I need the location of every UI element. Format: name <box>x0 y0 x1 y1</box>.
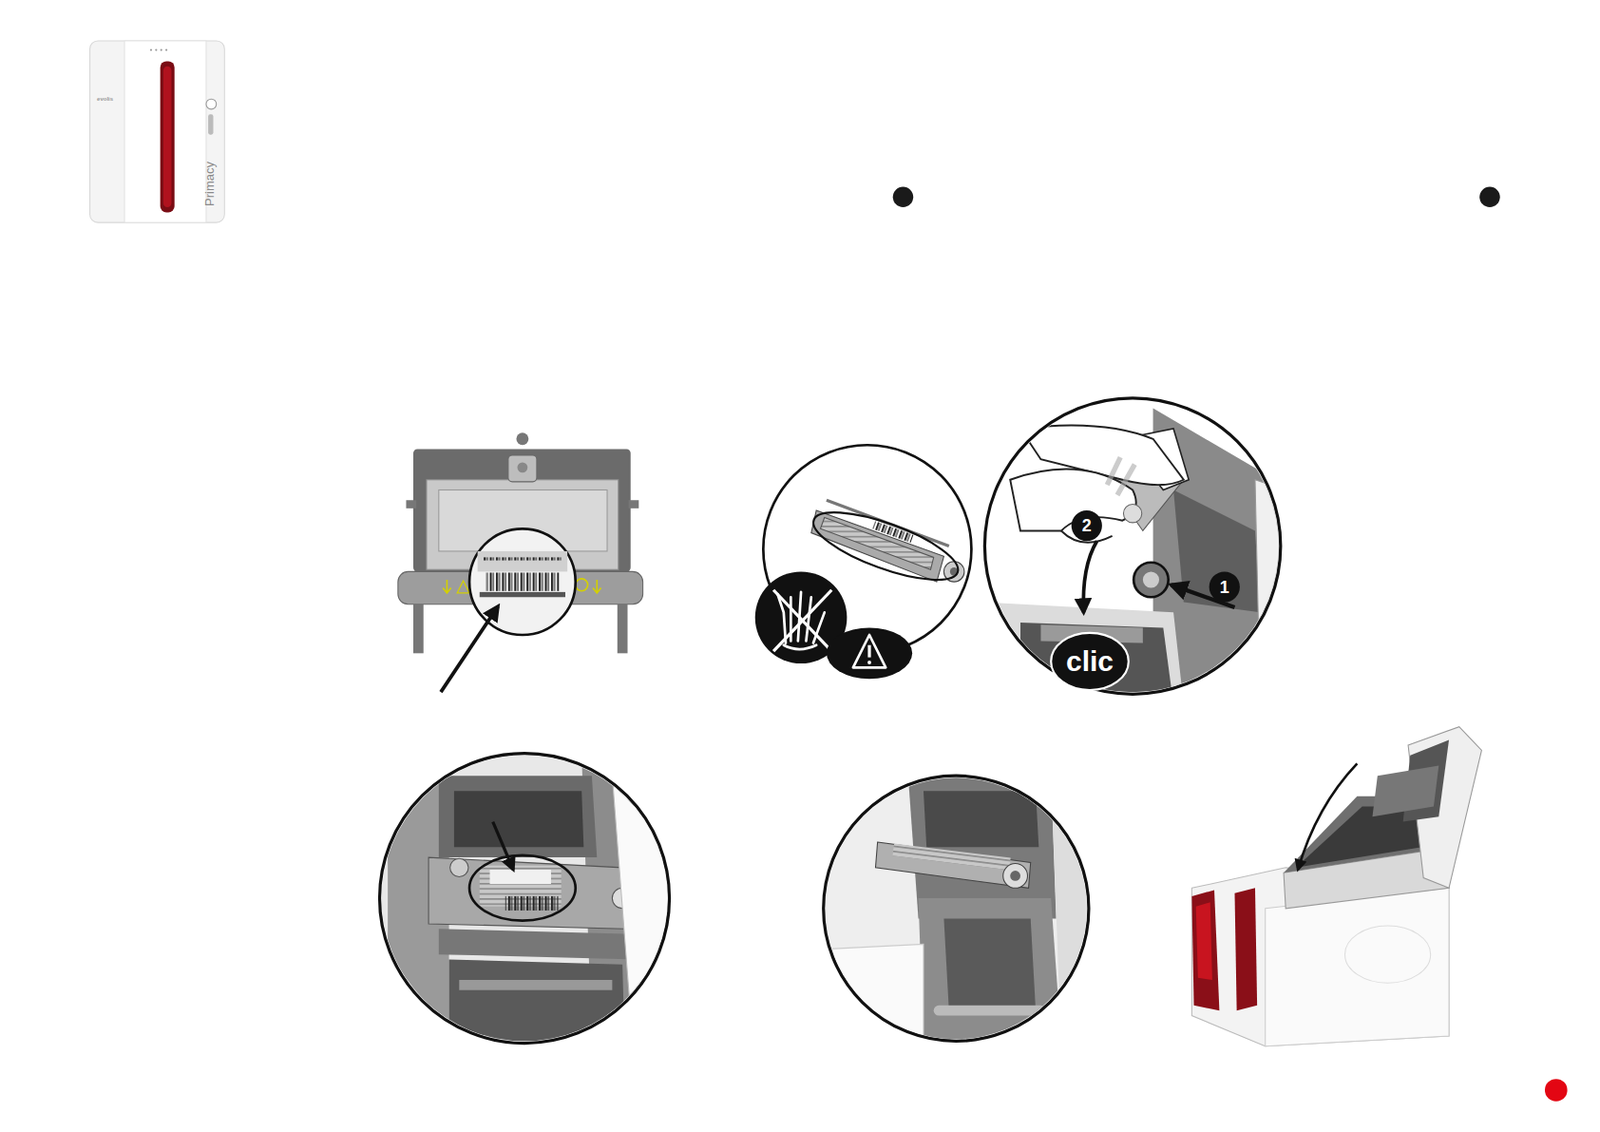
brand-logo: evolis <box>96 95 114 102</box>
callout-number: 1 <box>1219 578 1230 596</box>
print-head-front <box>398 432 644 692</box>
head-in-printer-detail <box>377 753 673 1052</box>
page-dot <box>1479 187 1500 208</box>
printer-thumbnail <box>90 40 226 223</box>
do-not-touch-head <box>755 444 972 679</box>
model-name: Primacy <box>203 161 216 207</box>
printer-open <box>1191 726 1482 1047</box>
head-holder-detail <box>821 775 1093 1047</box>
insert-head-detail <box>984 398 1286 705</box>
page-dot <box>893 187 914 208</box>
click-label: clic <box>1066 647 1114 676</box>
page-marker <box>1544 1078 1568 1102</box>
callout-number: 2 <box>1082 516 1092 534</box>
